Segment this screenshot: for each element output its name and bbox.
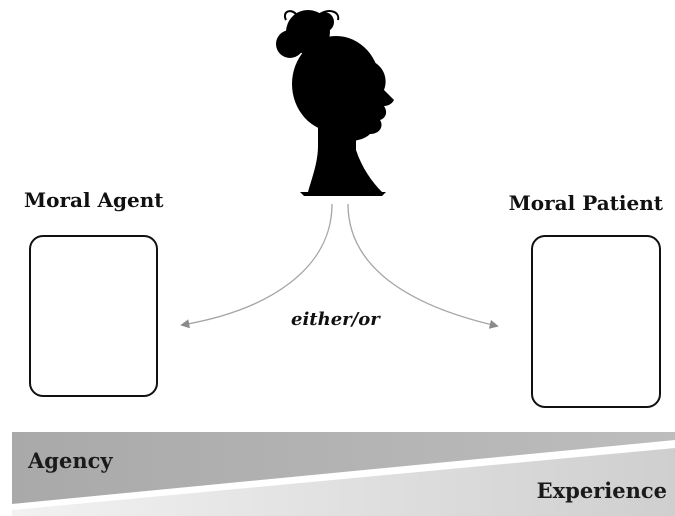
agency-band [12, 432, 675, 504]
moral-agent-card [29, 235, 158, 397]
moral-agent-label: Moral Agent [24, 188, 164, 212]
experience-label: Experience [536, 478, 667, 503]
moral-patient-card [531, 235, 661, 408]
woman-head-silhouette-icon [276, 10, 394, 196]
experience-band [12, 448, 675, 516]
moral-patient-label: Moral Patient [508, 191, 663, 215]
agency-label: Agency [28, 448, 113, 473]
arrow-to-patient [347, 203, 499, 329]
arrow-to-agent [180, 203, 333, 329]
either-or-label: either/or [291, 309, 380, 330]
